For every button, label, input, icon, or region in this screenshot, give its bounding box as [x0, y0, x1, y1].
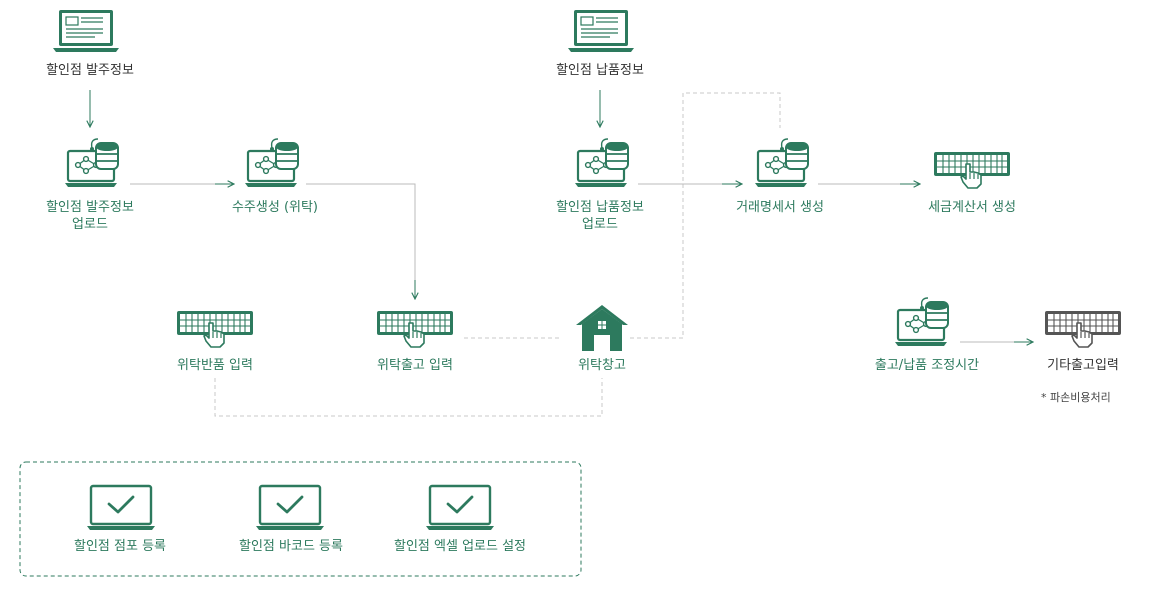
- delivery-upload-label-line2: 업로드: [582, 217, 618, 232]
- order-create-label[interactable]: 수주생성 (위탁): [231, 200, 319, 215]
- delivery-upload-label-line1: 할인점 납품정보: [556, 200, 644, 215]
- other-out-input-label[interactable]: 기타출고입력: [1047, 358, 1119, 373]
- laptop-database-icon: [753, 137, 810, 189]
- delivery-upload-label[interactable]: 할인점 납품정보 업로드: [540, 199, 660, 233]
- settings-box: [19, 461, 582, 577]
- connector-order-to-out: [306, 183, 416, 297]
- damage-cost-note: * 파손비용처리: [1041, 391, 1111, 404]
- store-register-label[interactable]: 할인점 점포 등록: [74, 539, 166, 554]
- laptop-database-icon: [63, 137, 120, 189]
- laptop-database-icon: [893, 296, 950, 348]
- order-upload-label[interactable]: 할인점 발주정보 업로드: [30, 199, 150, 233]
- consign-out-input-label[interactable]: 위탁출고 입력: [377, 358, 453, 373]
- keyboard-pointer-icon: [933, 151, 1011, 189]
- statement-create-label[interactable]: 거래명세서 생성: [736, 200, 824, 215]
- keyboard-pointer-gray-icon: [1044, 310, 1122, 348]
- order-upload-label-line1: 할인점 발주정보: [46, 200, 134, 215]
- laptop-check-icon: [254, 484, 326, 532]
- laptop-database-icon: [573, 137, 630, 189]
- laptop-document-icon: [567, 9, 635, 53]
- tax-invoice-create-label[interactable]: 세금계산서 생성: [928, 200, 1016, 215]
- connector-warehouse-to-statement: [630, 92, 781, 339]
- excel-upload-setting-label[interactable]: 할인점 엑셀 업로드 설정: [394, 539, 526, 554]
- keyboard-pointer-icon: [176, 310, 254, 348]
- keyboard-pointer-icon: [376, 310, 454, 348]
- time-adjust-label[interactable]: 출고/납품 조정시간: [874, 358, 980, 373]
- warehouse-icon: [575, 304, 629, 352]
- consign-return-input-label[interactable]: 위탁반품 입력: [177, 358, 253, 373]
- connector-return-to-warehouse: [214, 378, 603, 417]
- barcode-register-label[interactable]: 할인점 바코드 등록: [239, 539, 343, 554]
- delivery-info-label: 할인점 납품정보: [556, 63, 644, 78]
- order-info-label: 할인점 발주정보: [46, 63, 134, 78]
- laptop-document-icon: [52, 9, 120, 53]
- laptop-database-icon: [243, 137, 300, 189]
- consign-warehouse-label[interactable]: 위탁창고: [578, 358, 626, 373]
- laptop-check-icon: [85, 484, 157, 532]
- order-upload-label-line2: 업로드: [72, 217, 108, 232]
- laptop-check-icon: [424, 484, 496, 532]
